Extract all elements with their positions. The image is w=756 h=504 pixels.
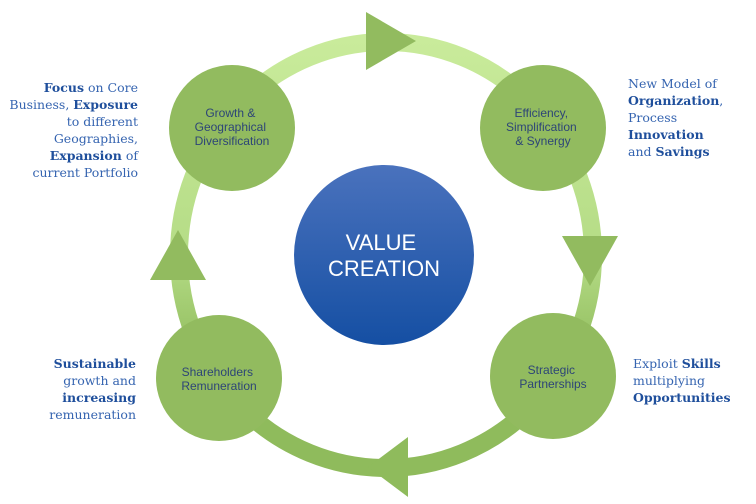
annotation-line: Opportunities bbox=[633, 389, 731, 406]
annotation-text: New Model of bbox=[628, 76, 717, 91]
annotation-emphasis: increasing bbox=[62, 390, 136, 405]
annotation-emphasis: Savings bbox=[655, 144, 710, 159]
annotation-text: current Portfolio bbox=[32, 165, 138, 180]
annotation-text: growth and bbox=[63, 373, 136, 388]
annotation-emphasis: Skills bbox=[681, 356, 721, 371]
annotation-line: Expansion of bbox=[9, 147, 138, 164]
annotation-line: Organization, bbox=[628, 92, 723, 109]
annotation-line: remuneration bbox=[49, 406, 136, 423]
node-label-line: Shareholders bbox=[182, 365, 253, 379]
annotation-emphasis: Expansion bbox=[49, 148, 122, 163]
annotation-text: Exploit bbox=[633, 356, 682, 371]
annotation-text: Geographies, bbox=[53, 131, 138, 146]
annotation-line: Process bbox=[628, 109, 723, 126]
node-label-line: Strategic bbox=[528, 363, 575, 377]
node-efficiency bbox=[480, 65, 606, 191]
node-growth-label: Growth & Geographical Diversification bbox=[195, 106, 270, 148]
node-label-line: & Synergy bbox=[515, 134, 570, 148]
center-label: VALUE CREATION bbox=[328, 230, 440, 281]
annotation-text: Business, bbox=[9, 97, 74, 112]
node-partnerships-label: Strategic Partnerships bbox=[519, 363, 586, 391]
annotation-text: multiplying bbox=[633, 373, 706, 388]
node-partnerships bbox=[490, 313, 616, 439]
annotation-line: growth and bbox=[49, 372, 136, 389]
node-efficiency-label: Efficiency, Simplification & Synergy bbox=[506, 106, 580, 148]
annotation-emphasis: Organization bbox=[628, 93, 720, 108]
annotation-line: New Model of bbox=[628, 75, 723, 92]
annotation-line: Business, Exposure bbox=[9, 96, 138, 113]
center-label-line: CREATION bbox=[328, 256, 440, 281]
annotation-emphasis: Innovation bbox=[628, 127, 704, 142]
node-label-line: Diversification bbox=[195, 134, 270, 148]
annotation-text: of bbox=[121, 148, 138, 163]
node-label-line: Remuneration bbox=[181, 379, 256, 393]
center-label-line: VALUE bbox=[346, 230, 417, 255]
annotation-line: and Savings bbox=[628, 143, 723, 160]
node-shareholders bbox=[156, 315, 282, 441]
annotation-text: , bbox=[719, 93, 724, 108]
annotation-emphasis: Focus bbox=[43, 80, 84, 95]
annotation-line: Focus on Core bbox=[9, 79, 138, 96]
annotation-line: to different bbox=[9, 113, 138, 130]
annotation-text: on Core bbox=[84, 80, 138, 95]
arrow-down-icon bbox=[562, 236, 618, 286]
annotation-emphasis: Sustainable bbox=[53, 356, 136, 371]
node-label-line: Simplification bbox=[506, 120, 577, 134]
annotation-line: current Portfolio bbox=[9, 164, 138, 181]
annotation-emphasis: Opportunities bbox=[633, 390, 731, 405]
annotation-shareholders: Sustainable growth and increasing remunerat… bbox=[49, 355, 136, 423]
annotation-text: and bbox=[628, 144, 656, 159]
annotation-text: remuneration bbox=[49, 407, 136, 422]
annotation-line: Exploit Skills bbox=[633, 355, 731, 372]
node-label-line: Efficiency, bbox=[515, 106, 569, 120]
node-label-line: Geographical bbox=[195, 120, 266, 134]
annotation-line: Innovation bbox=[628, 126, 723, 143]
node-label-line: Partnerships bbox=[519, 377, 586, 391]
annotation-line: Geographies, bbox=[9, 130, 138, 147]
annotation-line: Sustainable bbox=[49, 355, 136, 372]
annotation-emphasis: Exposure bbox=[73, 97, 138, 112]
center-circle bbox=[294, 165, 474, 345]
annotation-text: Process bbox=[628, 110, 678, 125]
arrow-right-icon bbox=[366, 12, 416, 70]
node-shareholders-label: Shareholders Remuneration bbox=[181, 365, 256, 393]
arrow-up-icon bbox=[150, 230, 206, 280]
annotation-text: to different bbox=[66, 114, 138, 129]
arrow-left-icon bbox=[368, 437, 408, 497]
annotation-line: increasing bbox=[49, 389, 136, 406]
annotation-line: multiplying bbox=[633, 372, 731, 389]
node-growth bbox=[169, 65, 295, 191]
node-label-line: Growth & bbox=[205, 106, 255, 120]
